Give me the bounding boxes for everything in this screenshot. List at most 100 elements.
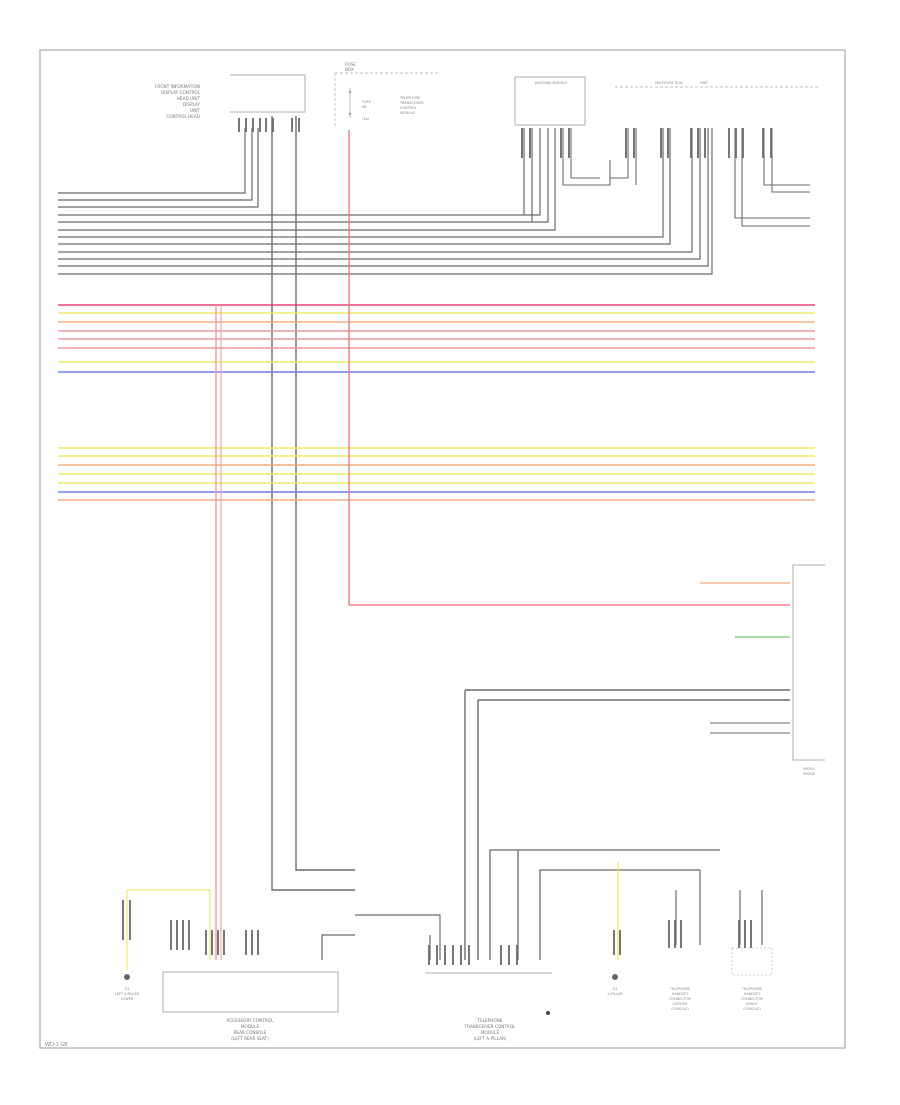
connector-pin	[568, 128, 570, 158]
wire-58	[127, 889, 211, 960]
ground-dot	[546, 1011, 550, 1015]
front-info-unit: FRONT INFORMATION DISPLAY CONTROL HEAD U…	[155, 74, 306, 119]
wires	[58, 116, 815, 970]
fuse-label-1: SB	[362, 105, 367, 109]
connector-pin	[444, 945, 446, 965]
right-control-unit: MICRO- PHONE	[792, 564, 825, 776]
connector-pin	[170, 920, 172, 950]
connector-pin	[619, 930, 621, 955]
wire-52	[539, 869, 700, 960]
fuse-label-0: FUSE	[362, 100, 371, 104]
socket-right-label-4: CONSOLE)	[743, 1007, 761, 1011]
connector-pin	[259, 118, 261, 132]
connector-pin	[436, 945, 438, 965]
connector-pin	[738, 920, 740, 948]
front-info-label-5: CONTROL HEAD	[166, 114, 200, 119]
connector-pin	[735, 128, 737, 158]
llcu-label-3: (LEFT REAR SEAT)	[231, 1036, 269, 1041]
connector-pin	[245, 118, 247, 132]
connector-pin	[428, 945, 430, 965]
diagram-frame	[39, 49, 846, 1049]
wire-2	[58, 128, 259, 208]
connector-pin	[122, 900, 124, 940]
connector-pin	[272, 118, 274, 132]
llcu-label-0: ACCESSORY CONTROL	[227, 1018, 275, 1023]
fuse-box: FUSE BOX FUSE SB (5A)	[334, 62, 440, 128]
connector-pin	[452, 945, 454, 965]
connector-pin	[668, 920, 670, 948]
wire-1	[58, 128, 253, 201]
connector-pin	[697, 128, 699, 158]
socket-left-label-4: CONSOLE)	[671, 1007, 689, 1011]
connector-pin	[129, 900, 131, 940]
socket-left-label-3: (CENTER	[673, 1002, 689, 1006]
antenna-module-label: ANTENNA MODULE	[535, 81, 567, 85]
telephone-module: TELEPHONE TRANSCEIVER CONTROL MODULE	[399, 96, 424, 115]
ground-mid-label-1: A-PILLAR	[607, 992, 623, 996]
connector-pin	[238, 118, 240, 132]
connector-pin	[667, 128, 669, 158]
wire-8	[58, 128, 693, 253]
connector-pin	[251, 930, 253, 955]
wire-3	[58, 128, 541, 216]
fuse-label-2: (5A)	[362, 117, 370, 121]
wire-16	[562, 128, 611, 186]
tel-module-label-3: MODULE	[400, 111, 415, 115]
wire-10	[58, 128, 709, 267]
connector-pin	[750, 920, 752, 948]
connector-pin	[613, 930, 615, 955]
connector-pin	[468, 945, 470, 965]
tel-module-label-0: TELEPHONE	[399, 96, 420, 100]
connector-pins	[122, 118, 772, 965]
socket-left-label-0: TELEPHONE	[669, 987, 690, 991]
connector-pin	[660, 128, 662, 158]
transceiver-label-2: MODULE	[481, 1030, 500, 1035]
bottom-transceiver: TELEPHONE TRANSCEIVER CONTROL MODULE (LE…	[425, 972, 552, 1041]
wire-39	[348, 130, 790, 606]
wire-50	[489, 849, 720, 960]
connector-pin	[674, 920, 676, 948]
front-info-label-2: HEAD UNIT	[177, 96, 201, 101]
wire-7	[58, 128, 671, 245]
connector-pin	[176, 920, 178, 950]
wire-17	[570, 128, 600, 179]
socket-right-label-2: CONNECTOR	[741, 997, 763, 1001]
transceiver-label-3: (LEFT A-PILLAR)	[473, 1036, 506, 1041]
socket-right-label-1: HANDSET	[744, 992, 761, 996]
multifunction-label-1: UNIT	[700, 81, 709, 85]
connector-pin	[211, 930, 213, 955]
ground-mid: G2 A-PILLAR	[607, 974, 623, 996]
ground-left-label-1: LEFT A-PILLAR	[115, 992, 140, 996]
socket-left-label-2: CONNECTOR	[669, 997, 691, 1001]
ground-left-label-0: G1	[125, 987, 130, 991]
connector-pin	[516, 945, 518, 965]
fuse-box-label-0: FUSE	[345, 62, 356, 67]
connector-pin	[770, 128, 772, 158]
connector-pin	[265, 118, 267, 132]
front-info-label-3: DISPLAY	[183, 102, 201, 107]
right-unit-label-0: MICRO-	[803, 767, 816, 771]
connector-pin	[205, 930, 207, 955]
front-info-label-4: UNIT	[190, 108, 200, 113]
socket-right-label-3: (RIGHT	[746, 1002, 759, 1006]
front-info-label-1: DISPLAY CONTROL	[161, 90, 201, 95]
connector-pin	[633, 128, 635, 158]
wire-5	[58, 128, 556, 231]
connector-pin	[762, 128, 764, 158]
connector-pin	[298, 118, 300, 132]
connector-pin	[257, 930, 259, 955]
front-info-label-0: FRONT INFORMATION	[155, 84, 200, 89]
llcu-label-2: REAR CONSOLE	[234, 1030, 267, 1035]
ground-mid-label-0: G2	[613, 987, 618, 991]
connector-pin	[245, 930, 247, 955]
lower-left-control-unit: ACCESSORY CONTROL MODULE REAR CONSOLE (L…	[162, 971, 339, 1041]
connector-pin	[460, 945, 462, 965]
diagram-id-label: WD-1 GB	[45, 1042, 68, 1048]
wire-6	[58, 128, 664, 238]
connector-pin	[188, 920, 190, 950]
wire-18	[610, 128, 629, 179]
connector-pin	[252, 118, 254, 132]
connector-pin	[560, 128, 562, 158]
